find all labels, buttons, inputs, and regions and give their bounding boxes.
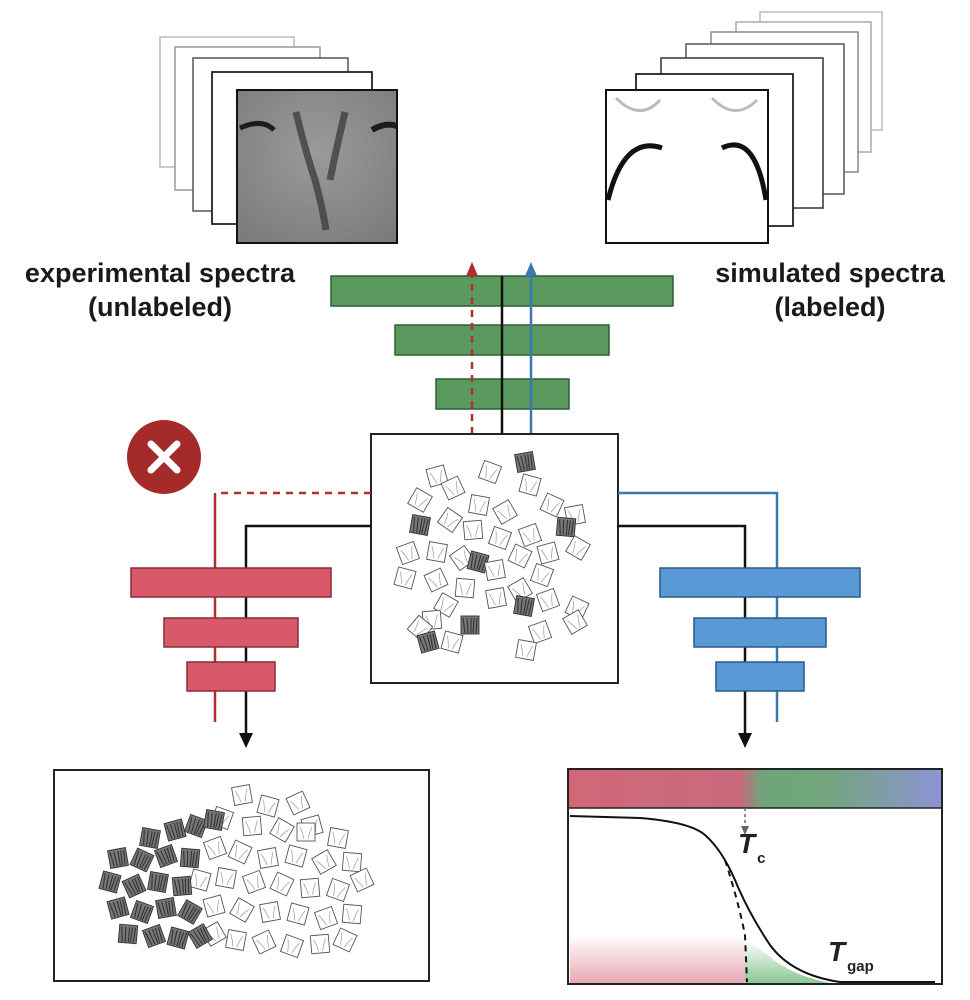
green-fill-area [745,940,830,983]
simulated-spectra-stack [605,11,883,244]
simulated-spectrum-image [605,89,769,244]
experimental-spectra-title: experimental spectra [24,258,296,288]
simulated-spectra-subtitle: (labeled) [774,292,886,322]
tgap-symbol: T [828,936,846,967]
gap-curve [569,815,935,983]
latent-space-box [370,433,619,684]
experimental-spectra-stack [159,36,398,244]
red-up-arrow [466,262,478,276]
black-left-down-arrow [239,733,253,748]
tc-subscript: c [757,850,766,867]
blue-funnel [659,567,861,692]
black-right-down-arrow [738,733,752,748]
phase-color-bar [569,770,941,808]
tc-symbol: T [738,828,756,859]
simulated-spectra-title: simulated spectra [715,258,945,288]
red-fill-area [570,935,745,983]
blue-up-arrow [525,262,537,276]
experimental-spectra-label: experimental spectra (unlabeled) [0,256,320,324]
gap-curve-dashed [724,859,748,983]
experimental-spectrum-image [236,89,398,244]
close-circle-icon [127,420,201,494]
experimental-spectra-subtitle: (unlabeled) [87,292,232,322]
phase-transition-plot [567,768,943,985]
clustered-latent-box [53,769,430,982]
simulated-spectra-label: simulated spectra (labeled) [690,256,970,324]
red-funnel [130,567,332,692]
tgap-subscript: gap [847,958,874,975]
